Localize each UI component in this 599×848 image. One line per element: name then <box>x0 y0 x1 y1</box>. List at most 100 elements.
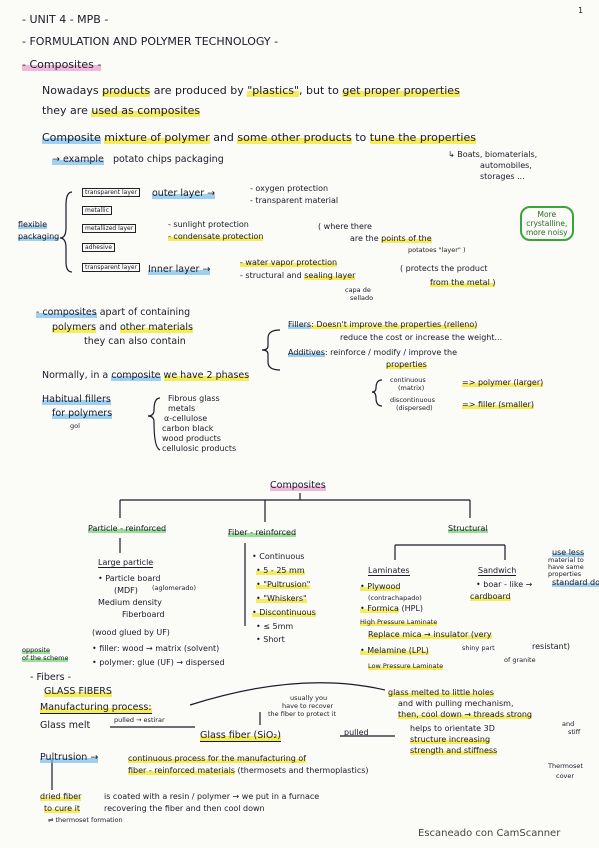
high-pressure: High Pressure Laminate <box>360 618 438 626</box>
for-polymers: for polymers <box>52 408 113 419</box>
have-same: have same <box>548 563 584 571</box>
have-to-recover: have to recover <box>282 702 334 710</box>
condensate-protection: - condensate protection <box>168 232 264 241</box>
to-cure: to cure it <box>44 804 80 813</box>
sellado: sellado <box>350 294 374 302</box>
outer-layer-label: outer layer → <box>152 188 216 199</box>
laminates: Laminates <box>368 566 410 576</box>
replace-mica: Replace mica → insulator (very <box>368 630 492 639</box>
strength-stiffness-text: strength and stiffness <box>410 746 498 755</box>
particle-board: • Particle board <box>98 574 161 583</box>
formica-hpl: (HPL) <box>401 604 424 613</box>
gol-label: gol <box>70 422 80 430</box>
packaging-label: packaging <box>18 232 60 241</box>
the-fiber: the fiber to protect it <box>268 710 337 718</box>
tree-structural-text: Structural <box>448 524 488 533</box>
inner-water: - water vapor protection <box>240 258 338 267</box>
additives-text: : reinforce / modify / improve the <box>324 348 458 357</box>
manufacturing: Manufacturing process: <box>40 702 152 714</box>
formica-text: • Formica <box>360 604 399 613</box>
polymer-glue: • polymer: glue (UF) → dispersed <box>92 658 225 667</box>
glass-fiber-text: Glass fiber (SiO₂) <box>200 730 281 742</box>
additives-label: Additives <box>288 348 325 357</box>
pulled-label: pulled <box>344 728 369 737</box>
tree-fiber: Fiber - reinforced <box>228 528 297 537</box>
pulled-estirar: pulled → estirar <box>114 716 165 724</box>
wood-glued: (wood glued by UF) <box>92 628 170 637</box>
plywood-text: • Plywood <box>360 582 401 591</box>
cardboard: cardboard <box>470 592 511 601</box>
for-polymers-text: for polymers <box>52 408 113 419</box>
composite-definition: Composite mixture of polymer and some ot… <box>42 131 476 144</box>
resistant: resistant) <box>532 642 570 651</box>
inner-water-text: - water vapor protection <box>240 258 338 267</box>
use-less-text: use less <box>552 548 585 557</box>
structure-increasing-text: structure increasing <box>410 735 491 744</box>
layer-box-1: transparent layer <box>82 188 141 197</box>
composite-def-mixture: mixture of polymer <box>104 131 210 144</box>
pultrusion-text-1-span: continuous process for the manufacturing… <box>128 754 307 763</box>
condensate-text: - condensate protection <box>168 232 264 241</box>
low-pressure-text: Low Pressure Laminate <box>368 662 444 670</box>
pulling: and with pulling mechanism, <box>398 699 514 708</box>
boats-note-1: ↳ Boats, biomaterials, <box>448 150 538 159</box>
additives-line: Additives: reinforce / modify / improve … <box>288 348 457 357</box>
manufacturing-text: Manufacturing process: <box>40 702 152 714</box>
layer-box-3: metallized layer <box>82 224 137 233</box>
normally-a: Normally, in a <box>42 370 109 381</box>
boats-note-2: automobiles, <box>480 161 532 170</box>
filler-smaller-text: => filler (smaller) <box>462 400 534 409</box>
melamine: • Melamine (LPL) <box>360 646 429 655</box>
helps-to: helps to orientate 3D <box>410 724 495 733</box>
potatoes-layer: potatoes "layer" ) <box>408 246 466 254</box>
composite-def-other: some other products <box>237 131 352 144</box>
sunlight-protection: - sunlight protection <box>168 220 249 229</box>
additives-properties: properties <box>386 360 427 369</box>
inner-structural-text: - structural and <box>240 271 302 280</box>
tree-root: Composites <box>270 480 326 491</box>
composite-def-tune: tune the properties <box>369 131 476 144</box>
filler-item-1: Fibrous glass <box>168 394 220 403</box>
opposite-1: opposite <box>22 646 50 654</box>
pultrusion-text-3-span: (thermosets and thermoplastics) <box>237 766 369 775</box>
apart-composites: - composites <box>36 307 97 318</box>
glass-fibers: GLASS FIBERS <box>44 686 112 697</box>
pultrusion-text-2-span: fiber - reinforced materials <box>128 766 235 775</box>
standard-doors: standard doors <box>552 578 599 587</box>
example-text: potato chips packaging <box>112 154 224 165</box>
structure-increasing: structure increasing <box>410 735 491 744</box>
from-metal: from the metal ) <box>430 278 496 287</box>
fiberboard: Fiberboard <box>122 610 165 619</box>
to-cure-text: to cure it <box>44 804 80 813</box>
fillers-list-brace <box>147 397 161 451</box>
example-label: → example <box>52 154 104 165</box>
are-the-text: are the <box>350 234 379 243</box>
layer-box-4: adhesive <box>82 243 116 252</box>
apart-line-1: - composites apart of containing <box>36 307 190 318</box>
filler-item-3: α-cellulose <box>164 414 208 423</box>
glass-melted-text: glass melted to little holes <box>388 688 494 697</box>
phases-brace <box>371 379 383 407</box>
dried-fiber: dried fiber <box>40 792 82 801</box>
scanner-footer: Escaneado con CamScanner <box>418 828 561 839</box>
fiber-mm: • 5 - 25 mm <box>256 566 305 575</box>
fiber-5mm: • ≤ 5mm <box>256 622 294 631</box>
composite-def-and: and <box>213 131 234 144</box>
cover-note: cover <box>556 772 575 780</box>
composites-heading-text: - Composites - <box>22 58 102 71</box>
intro-used-as: used as composites <box>91 104 201 117</box>
apart-line-3: they can also contain <box>84 336 186 347</box>
manufacturing-arrow <box>189 682 386 706</box>
crystalline-note-2: crystalline, <box>526 219 568 228</box>
pultrusion-text-2: fiber - reinforced materials (thermosets… <box>128 766 369 775</box>
page-title: - FORMULATION AND POLYMER TECHNOLOGY - <box>22 35 279 48</box>
glass-melted: glass melted to little holes <box>388 688 494 697</box>
strength-stiffness: strength and stiffness <box>410 746 498 755</box>
recovering: recovering the fiber and then cool down <box>104 804 265 813</box>
plywood: • Plywood <box>360 582 401 591</box>
continuous-phase: continuous <box>390 376 426 384</box>
apart-and: and <box>99 322 117 333</box>
fillers-text: : Doesn't improve the properties (rellen… <box>311 320 478 329</box>
additives-line-2: properties <box>386 360 427 369</box>
sandwich-text: Sandwich <box>478 566 517 576</box>
